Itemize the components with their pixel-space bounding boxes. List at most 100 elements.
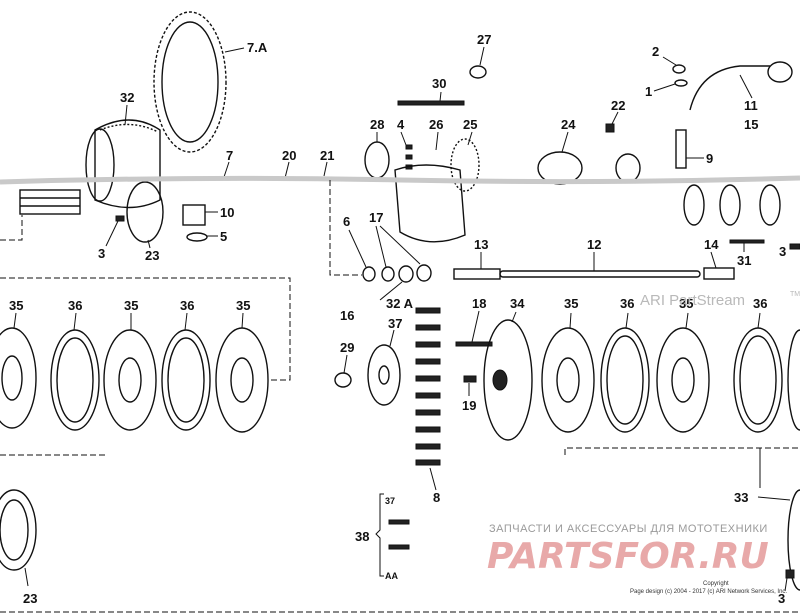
clutch-shell-32[interactable] <box>85 119 161 209</box>
callout-8: 8 <box>433 490 440 505</box>
callout-27: 27 <box>477 32 491 47</box>
callout-11: 11 <box>744 98 758 113</box>
callout-3-lower: 3 <box>778 591 785 606</box>
callout-5: 5 <box>220 229 227 244</box>
callout-16: 16 <box>340 308 354 323</box>
pushrod-14[interactable] <box>703 267 735 280</box>
callout-6: 6 <box>343 214 350 229</box>
callout-19: 19 <box>462 398 476 413</box>
steel-plate-36-3[interactable] <box>600 327 650 433</box>
spring-plate-37[interactable] <box>367 344 401 406</box>
callout-36-1: 36 <box>68 298 82 313</box>
callout-31: 31 <box>737 253 751 268</box>
steel-plate-36-2[interactable] <box>161 329 211 431</box>
callout-32a: 32 A <box>386 296 414 311</box>
callout-35-2: 35 <box>124 298 138 313</box>
callout-3-right: 3 <box>779 244 786 259</box>
callout-4: 4 <box>397 117 405 132</box>
callout-35-4: 35 <box>564 296 578 311</box>
screw-3-right[interactable] <box>789 243 800 250</box>
callout-17: 17 <box>369 210 383 225</box>
callout-35-1: 35 <box>9 298 23 313</box>
callout-35-5: 35 <box>679 296 693 311</box>
bracket-10[interactable] <box>182 204 206 226</box>
callout-32: 32 <box>120 90 134 105</box>
svg-text:37: 37 <box>385 496 395 506</box>
callout-25: 25 <box>463 117 477 132</box>
screw-19[interactable] <box>463 375 477 383</box>
release-lever-11[interactable] <box>689 61 793 111</box>
callout-14: 14 <box>704 237 719 252</box>
callout-7a: 7.A <box>247 40 268 55</box>
callout-37: 37 <box>388 316 402 331</box>
callout-28: 28 <box>370 117 384 132</box>
screw-3-lower[interactable] <box>785 569 795 579</box>
sprocket-ring-7a[interactable] <box>153 11 227 153</box>
callout-38: 38 <box>355 529 369 544</box>
callout-29: 29 <box>340 340 354 355</box>
friction-disc-35-4[interactable] <box>541 327 595 433</box>
hub-assembly-left[interactable] <box>19 189 81 215</box>
washer-1[interactable] <box>674 79 688 87</box>
pushrod-13[interactable] <box>453 268 501 280</box>
plate-right-upper[interactable] <box>683 184 781 226</box>
callout-10: 10 <box>220 205 234 220</box>
callout-1: 1 <box>645 84 652 99</box>
basket-33[interactable] <box>787 489 800 591</box>
callout-33: 33 <box>734 490 748 505</box>
partstream-tm: TM <box>790 291 800 298</box>
svg-text:AA: AA <box>385 571 398 581</box>
plate-28[interactable] <box>364 141 390 179</box>
callout-18: 18 <box>472 296 486 311</box>
washer-6[interactable] <box>362 266 376 282</box>
callout-9: 9 <box>706 151 713 166</box>
callout-26: 26 <box>429 117 443 132</box>
callout-36-4: 36 <box>753 296 767 311</box>
callout-36-3: 36 <box>620 296 634 311</box>
callout-20: 20 <box>282 148 296 163</box>
clutch-drum-26-25[interactable] <box>394 138 480 243</box>
stud-9[interactable] <box>675 129 687 169</box>
callout-7: 7 <box>226 148 233 163</box>
pushrod-30[interactable] <box>397 100 465 106</box>
steel-plate-36-1[interactable] <box>50 329 100 431</box>
callout-36-2: 36 <box>180 298 194 313</box>
screw-3-upper[interactable] <box>115 215 125 222</box>
callout-2: 2 <box>652 44 659 59</box>
page-design-text: Page design (c) 2004 - 2017 (c) ARI Netw… <box>630 589 787 595</box>
springs-4[interactable] <box>405 144 413 170</box>
callout-15: 15 <box>744 117 758 132</box>
callout-23-lower: 23 <box>23 591 37 606</box>
callout-13: 13 <box>474 237 488 252</box>
friction-disc-35-3[interactable] <box>215 327 269 433</box>
callout-22: 22 <box>611 98 625 113</box>
callout-35-3: 35 <box>236 298 250 313</box>
friction-disc-35-1[interactable] <box>0 327 37 429</box>
friction-disc-edge-right[interactable] <box>787 329 800 431</box>
callout-3-upper: 3 <box>98 246 105 261</box>
steel-plate-36-4[interactable] <box>733 327 783 433</box>
callout-12: 12 <box>587 237 601 252</box>
callout-34: 34 <box>510 296 525 311</box>
plate-23-upper[interactable] <box>126 181 164 243</box>
pressure-plate-34[interactable] <box>483 319 533 441</box>
clip-5[interactable] <box>186 232 208 242</box>
bolt-18[interactable] <box>455 341 493 347</box>
bushing-22[interactable] <box>605 123 615 133</box>
plate-23-lower[interactable] <box>0 489 37 571</box>
callout-30: 30 <box>432 76 446 91</box>
nut-27[interactable] <box>469 65 487 79</box>
washers-17[interactable] <box>381 264 432 283</box>
springs-8[interactable] <box>415 307 441 466</box>
kit-38-bracket[interactable] <box>375 493 410 577</box>
pin-31[interactable] <box>729 239 765 244</box>
friction-disc-35-2[interactable] <box>103 329 157 431</box>
nut-2[interactable] <box>672 64 686 74</box>
partsfor-logo: PARTSFOR.RU <box>487 536 769 577</box>
callout-23-upper: 23 <box>145 248 159 263</box>
friction-disc-35-5[interactable] <box>656 327 710 433</box>
callout-21: 21 <box>320 148 334 163</box>
pushrod-12[interactable] <box>499 270 701 278</box>
nut-29[interactable] <box>334 372 352 388</box>
